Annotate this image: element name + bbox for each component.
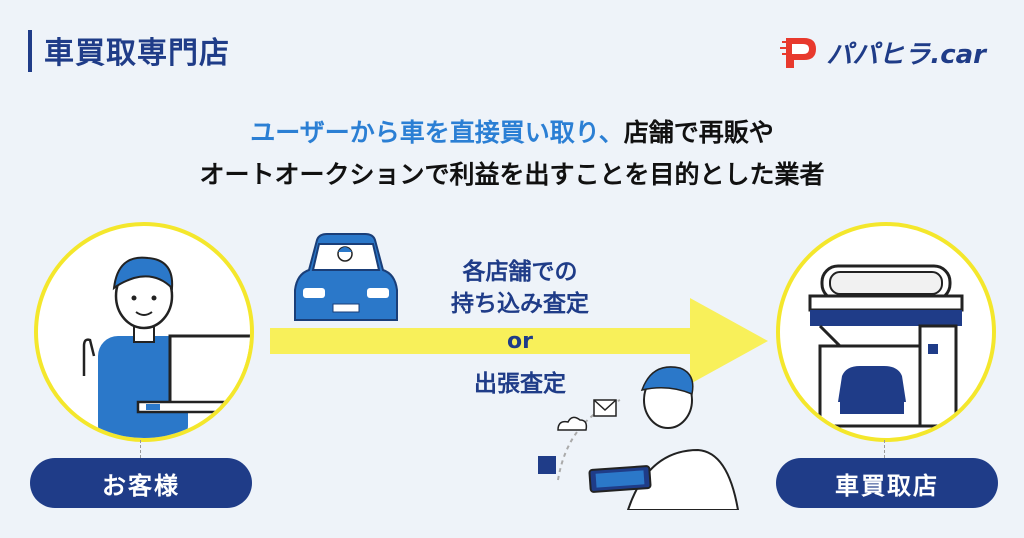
method-instore-line2: 持ち込み査定 [451, 291, 589, 317]
customer-connector [140, 440, 141, 458]
method-instore-line1: 各店舗での [462, 259, 578, 285]
logo-text: パパヒラ.car [826, 39, 986, 70]
brand-logo[interactable]: パパヒラ.car [780, 30, 986, 74]
title-accent-bar [28, 30, 32, 72]
headline-line1-blue: ユーザーから車を直接買い取り、 [250, 118, 624, 147]
customer-label: お客様 [30, 458, 252, 508]
page-title: 車買取専門店 [44, 36, 230, 71]
headline-line2: オートオークションで利益を出すことを目的とした業者 [199, 160, 825, 189]
connector-or: or [507, 329, 533, 354]
flow-arrow-icon [270, 298, 768, 384]
headline-line1-black: 店舗で再販や [623, 118, 774, 147]
dealer-connector [884, 440, 885, 458]
customer-illustration [34, 222, 254, 442]
logo-mark-icon [780, 38, 817, 68]
dealer-label: 車買取店 [776, 458, 998, 508]
shop-icon [808, 264, 964, 428]
method-instore: 各店舗での 持ち込み査定 [425, 256, 615, 320]
inspector-tablet-icon [538, 366, 740, 510]
dealer-illustration [776, 222, 996, 442]
customer-person-icon [82, 256, 250, 438]
car-driver-icon [294, 233, 398, 321]
headline: ユーザーから車を直接買い取り、店舗で再販や オートオークションで利益を出すことを… [0, 112, 1024, 196]
method-onsite: 出張査定 [474, 371, 566, 397]
